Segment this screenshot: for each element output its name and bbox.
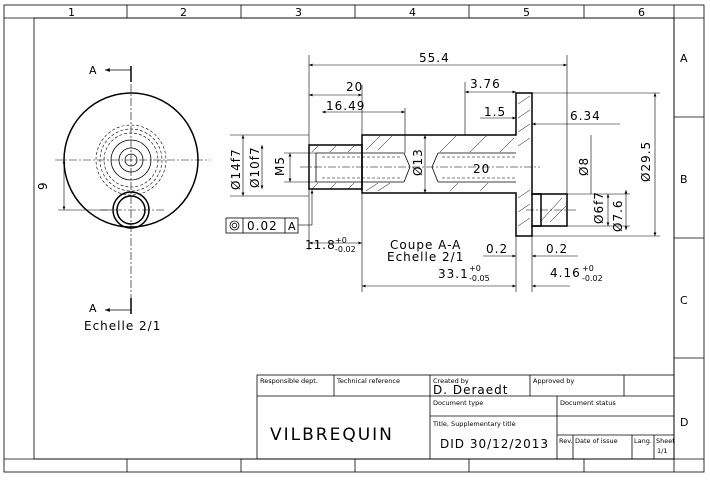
grid-row-d: D <box>680 416 688 429</box>
dim-3-76: 3.76 <box>470 77 501 91</box>
dim-0-2-a: 0.2 <box>486 242 508 256</box>
grid-col-1: 1 <box>68 6 75 19</box>
grid-col-2: 2 <box>180 6 187 19</box>
grid-row-c: C <box>680 294 688 307</box>
technical-ref-label: Technical reference <box>336 377 400 385</box>
dim-20: 20 <box>346 80 363 94</box>
concentricity-datum: A <box>288 220 296 233</box>
date-issue-label: Date of issue <box>575 437 618 445</box>
dim-d29-5: Ø29.5 <box>639 141 653 182</box>
scale-left: Echelle 2/1 <box>84 319 161 333</box>
created-by-value: D. Deraedt <box>433 383 508 397</box>
dim-6-34: 6.34 <box>570 109 601 123</box>
dim-d10f7: Ø10f7 <box>248 146 262 188</box>
dim-d7-6: Ø7.6 <box>611 199 625 232</box>
coupe-scale: Echelle 2/1 <box>387 250 464 264</box>
dim-1-5: 1.5 <box>484 105 506 119</box>
end-view: A A Echelle 2/1 9 <box>36 64 210 333</box>
dim-4-16-tol-upper: +0 <box>582 264 594 273</box>
outer-border <box>3 4 705 473</box>
section-label-bottom: A <box>89 302 97 315</box>
concentricity-icon <box>229 220 240 231</box>
grid-col-5: 5 <box>523 6 530 19</box>
dim-11-8-tol-upper: +0 <box>335 236 347 245</box>
responsible-label: Responsible dept. <box>260 377 318 385</box>
dim-inner-20: 20 <box>473 162 490 176</box>
approved-by-label: Approved by <box>533 377 574 385</box>
dim-overall-length: 55.4 <box>419 51 450 65</box>
lang-label: Lang. <box>634 437 652 445</box>
concentricity-value: 0.02 <box>247 219 278 233</box>
shaft-outline <box>361 92 542 237</box>
dim-d6f7: Ø6f7 <box>592 191 606 224</box>
section-label-top: A <box>89 64 97 77</box>
dim-16-49: 16.49 <box>326 99 365 113</box>
dim-33-1-tol-lower: -0.05 <box>469 274 490 283</box>
created-by-label: Created by <box>433 377 469 385</box>
grid-col-3: 3 <box>295 6 302 19</box>
section-view: 55.4 20 16.49 3.76 1.5 6.34 Ø29.5 Ø8 Ø13… <box>229 51 660 292</box>
dim-m5: M5 <box>273 156 287 176</box>
dim-d13: Ø13 <box>411 148 425 176</box>
document-type-label: Document type <box>433 399 483 407</box>
part-name: VILBREQUIN <box>270 425 394 445</box>
title-label: Title, Supplementary title <box>432 420 516 428</box>
dim-11-8: 11.8 <box>305 238 336 252</box>
grid-column-ticks <box>126 5 704 472</box>
concentricity-frame: 0.02 A <box>225 190 314 234</box>
dim-0-2-b: 0.2 <box>546 242 568 256</box>
coupe-label: Coupe A-A <box>390 238 461 252</box>
grid-row-b: B <box>680 173 688 186</box>
rev-label: Rev. <box>559 437 573 445</box>
grid-row-a: A <box>680 52 688 65</box>
dim-33-1: 33.1 <box>438 267 469 281</box>
hatching <box>311 95 567 227</box>
dim-33-1-tol-upper: +0 <box>469 264 481 273</box>
dim-11-8-tol-lower: -0.02 <box>335 245 356 254</box>
grid-col-4: 4 <box>409 6 416 19</box>
sheet-label: Sheet <box>656 437 675 445</box>
sheet-value: 1/1 <box>657 447 667 455</box>
dim-d14f7: Ø14f7 <box>229 148 243 190</box>
dim-4-16: 4.16 <box>550 266 581 280</box>
dim-side-9: 9 <box>36 181 50 190</box>
title-block: Responsible dept. Technical reference Cr… <box>256 374 675 460</box>
dim-4-16-tol-lower: -0.02 <box>582 274 603 283</box>
document-status-label: Document status <box>560 399 616 407</box>
dim-d8: Ø8 <box>577 157 591 176</box>
grid-col-6: 6 <box>638 6 645 19</box>
title-value: DID 30/12/2013 <box>440 437 549 451</box>
